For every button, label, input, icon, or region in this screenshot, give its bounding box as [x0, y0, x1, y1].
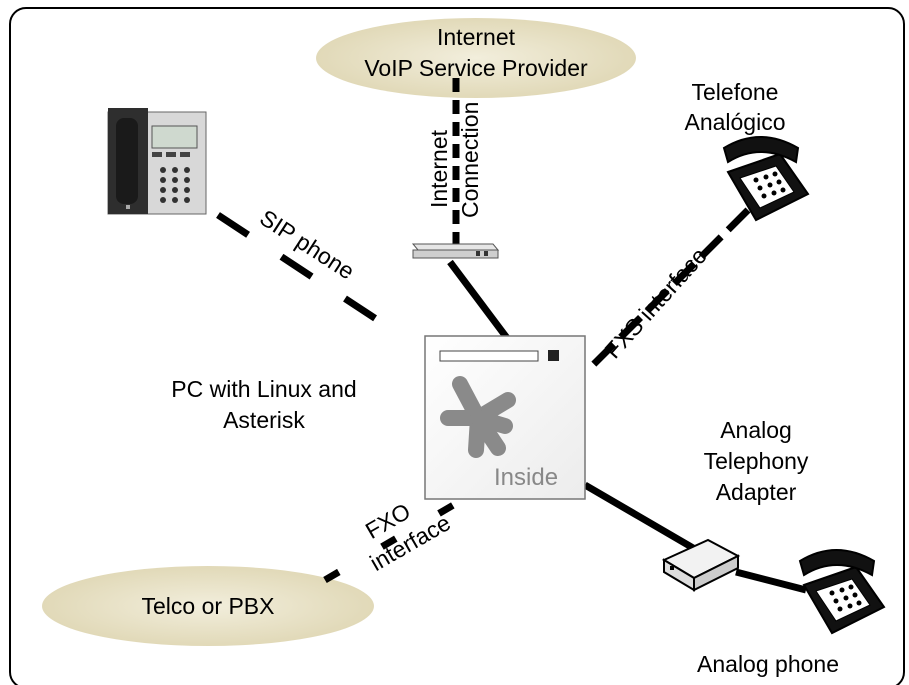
- internet-connection-label-2: Connection: [457, 102, 483, 218]
- internet-label: Internet: [437, 24, 516, 50]
- ata-icon: [661, 538, 741, 592]
- analog-phone-icon: [722, 136, 810, 222]
- pc-label-line1: PC with Linux and: [171, 376, 356, 402]
- pc-label-line2: Asterisk: [223, 407, 305, 433]
- sip-phone-icon: [107, 108, 207, 215]
- internet-connection-label: Internet: [426, 129, 452, 208]
- router-server-line: [447, 259, 510, 341]
- ata-label-line3: Adapter: [716, 479, 797, 505]
- analog-phone-label: Analog phone: [697, 651, 839, 677]
- telco-cloud: [42, 566, 374, 646]
- voip-provider-label: VoIP Service Provider: [364, 55, 588, 81]
- telco-label: Telco or PBX: [142, 593, 275, 619]
- asterisk-server: Inside: [424, 335, 586, 500]
- internet-connection-line1: Internet: [426, 129, 452, 208]
- router-icon: [411, 243, 500, 259]
- ata-label-line2: Telephony: [704, 448, 809, 474]
- server-brand-label: Inside: [494, 464, 558, 491]
- analogico-label: Analógico: [684, 109, 785, 135]
- internet-connection-line2: Connection: [457, 102, 483, 218]
- internet-cloud: [316, 18, 636, 98]
- server-ata-line: [583, 481, 702, 556]
- asterisk-logo-icon: [440, 376, 516, 458]
- sip-phone-line: [216, 212, 404, 339]
- fxo-line: [323, 496, 464, 584]
- analog-phone-lower-icon: [798, 549, 886, 635]
- ata-phone-line: [735, 568, 807, 594]
- telefone-label: Telefone: [692, 79, 779, 105]
- ata-label-line1: Analog: [720, 417, 792, 443]
